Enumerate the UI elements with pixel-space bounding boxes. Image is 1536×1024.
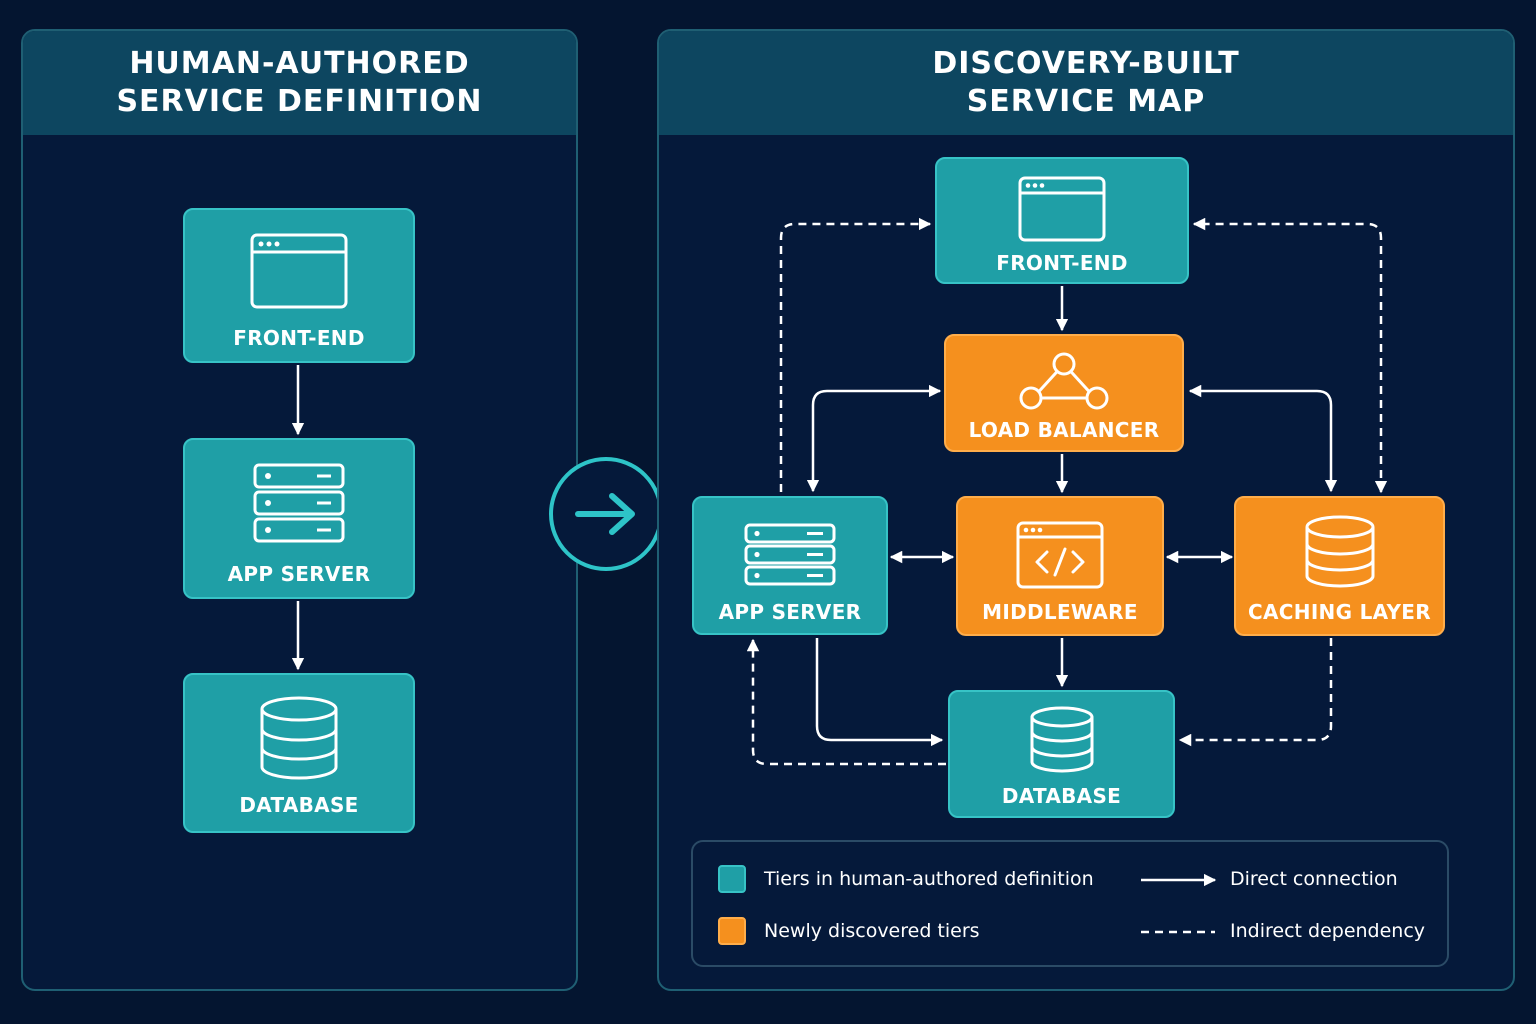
node-label: FRONT-END	[996, 251, 1128, 275]
node-label: FRONT-END	[233, 326, 365, 350]
database-icon	[1305, 515, 1374, 588]
legend-direct-connection: Direct connection	[1230, 868, 1398, 890]
transition-arrow-icon	[549, 457, 663, 571]
browser-window-icon	[250, 233, 348, 309]
legend-swatch-teal	[718, 865, 746, 893]
code-window-icon	[1016, 521, 1104, 589]
legend-dashed-line	[1141, 930, 1215, 934]
node-load-balancer[interactable]: LOAD BALANCER	[944, 334, 1184, 452]
network-triangle-icon	[1019, 352, 1109, 410]
panel-title: DISCOVERY-BUILT SERVICE MAP	[932, 46, 1240, 119]
database-icon	[260, 696, 338, 780]
node-label: LOAD BALANCER	[968, 418, 1160, 442]
panel-header: HUMAN-AUTHORED SERVICE DEFINITION	[23, 31, 576, 135]
node-label: DATABASE	[1001, 784, 1122, 808]
node-app-server[interactable]: APP SERVER	[183, 438, 415, 599]
node-label: DATABASE	[239, 793, 359, 817]
legend: Tiers in human-authored definition Newly…	[691, 840, 1449, 967]
node-label: APP SERVER	[227, 562, 371, 586]
node-caching-layer[interactable]: CACHING LAYER	[1234, 496, 1445, 636]
node-database-discovered[interactable]: DATABASE	[948, 690, 1175, 818]
legend-indirect-dependency: Indirect dependency	[1230, 920, 1426, 942]
server-rack-icon	[253, 463, 345, 543]
node-app-server-discovered[interactable]: APP SERVER	[692, 496, 888, 635]
browser-window-icon	[1018, 176, 1106, 242]
node-label: APP SERVER	[718, 600, 862, 624]
legend-swatch-orange	[718, 917, 746, 945]
server-rack-icon	[744, 523, 836, 586]
panel-header: DISCOVERY-BUILT SERVICE MAP	[659, 31, 1513, 135]
node-frontend[interactable]: FRONT-END	[183, 208, 415, 363]
node-frontend-discovered[interactable]: FRONT-END	[935, 157, 1189, 284]
node-label: CACHING LAYER	[1248, 600, 1431, 624]
node-database[interactable]: DATABASE	[183, 673, 415, 833]
node-label: MIDDLEWARE	[982, 600, 1138, 624]
legend-existing-tiers: Tiers in human-authored definition	[764, 868, 1094, 890]
panel-title: HUMAN-AUTHORED SERVICE DEFINITION	[116, 46, 483, 119]
node-middleware[interactable]: MIDDLEWARE	[956, 496, 1164, 636]
database-icon	[1030, 706, 1093, 773]
legend-new-tiers: Newly discovered tiers	[764, 920, 980, 942]
legend-solid-line	[1141, 873, 1217, 887]
